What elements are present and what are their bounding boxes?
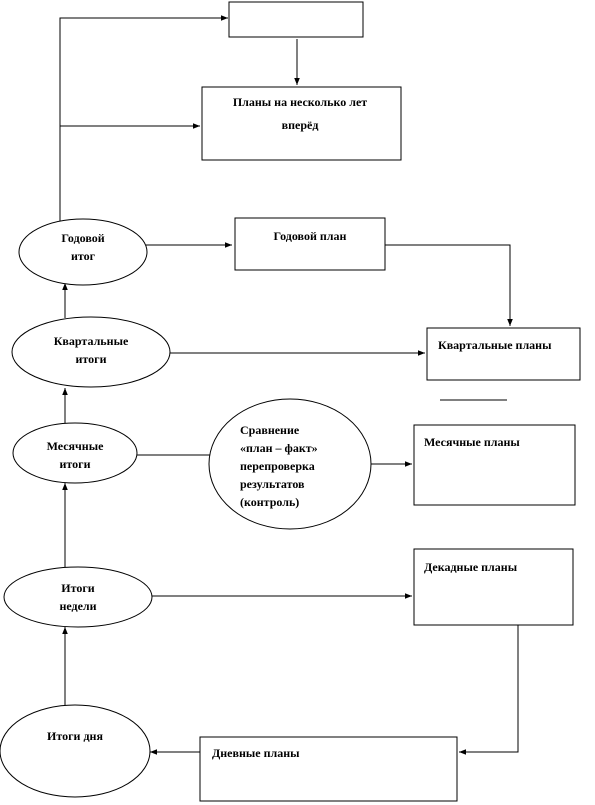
- decade-plans-box: [413, 548, 574, 626]
- decade-plans-label: Декадные планы: [424, 560, 518, 574]
- multi-year-plans-box: [201, 86, 402, 161]
- quarterly-result-label-line1: Квартальные: [54, 334, 129, 348]
- quarterly-result-ellipse: [11, 316, 171, 388]
- compare-label-line4: результатов: [240, 477, 305, 491]
- arrow-annual-plan-to-quarterly: [385, 244, 513, 326]
- daily-plans-label: Дневные планы: [212, 746, 300, 760]
- quarterly-plans-label: Квартальные планы: [438, 338, 552, 352]
- monthly-result-label-line2: итоги: [59, 457, 90, 471]
- top-empty-box: [228, 1, 364, 38]
- compare-label-line1: Сравнение: [240, 423, 300, 437]
- labels: Планы на несколько лет вперёд Годовой пл…: [47, 95, 553, 760]
- quarterly-result-label-line2: итоги: [75, 352, 106, 366]
- multi-year-plans-label-line1: Планы на несколько лет: [233, 95, 367, 109]
- monthly-result-label-line1: Месячные: [47, 439, 105, 453]
- week-result-label-line2: недели: [59, 599, 96, 613]
- week-result-ellipse: [3, 566, 153, 628]
- daily-plans-box: [199, 736, 458, 802]
- annual-result-ellipse: [18, 218, 148, 286]
- week-result-label-line1: Итоги: [61, 581, 95, 595]
- monthly-plans-box: [413, 424, 576, 506]
- compare-label-line5: (контроль): [240, 495, 299, 509]
- plan-boxes: [199, 1, 581, 802]
- arrow-decade-to-daily-plans: [459, 625, 519, 755]
- monthly-result-ellipse: [12, 422, 138, 484]
- monthly-plans-label: Месячные планы: [424, 435, 520, 449]
- annual-plan-label: Годовой план: [274, 229, 347, 243]
- result-ellipses: [0, 218, 372, 798]
- compare-label-line2: «план – факт»: [240, 441, 318, 455]
- day-result-label: Итоги дня: [47, 729, 103, 743]
- day-result-ellipse: [0, 704, 151, 798]
- annual-result-label-line1: Годовой: [61, 231, 104, 245]
- annual-plan-box: [234, 217, 386, 271]
- quarterly-plans-box: [426, 327, 581, 381]
- multi-year-plans-label-line2: вперёд: [282, 118, 319, 132]
- compare-ellipse: [208, 398, 372, 530]
- connectors: [59, 15, 519, 755]
- arrow-annual-to-top-box: [59, 15, 228, 222]
- annual-result-label-line2: итог: [71, 249, 96, 263]
- compare-label-line3: перепроверка: [240, 459, 315, 473]
